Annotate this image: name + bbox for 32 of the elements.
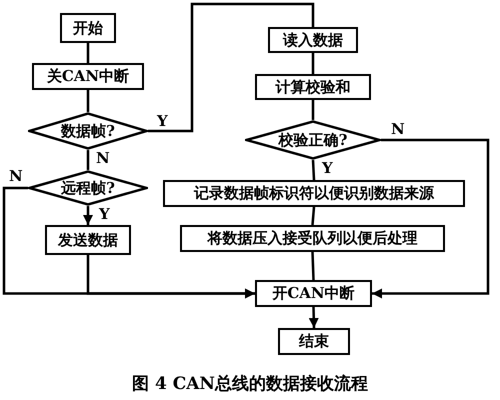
edge-label: N <box>390 121 406 137</box>
edge-label: Y <box>321 160 334 176</box>
decision-diamond: 远程帧? <box>28 170 148 206</box>
process-box: 计算校验和 <box>255 74 371 100</box>
caption: 图 4 CAN总线的数据接收流程 <box>132 374 368 394</box>
arrow <box>86 255 255 298</box>
connector-line <box>148 2 314 132</box>
decision-diamond: 数据帧? <box>28 112 148 150</box>
process-box: 发送数据 <box>45 225 131 255</box>
connector-line <box>86 90 90 112</box>
edge-label: N <box>8 168 24 184</box>
edge-label: Y <box>98 206 111 222</box>
process-box: 读入数据 <box>268 27 358 53</box>
process-box: 结束 <box>278 328 350 355</box>
edge-label: Y <box>156 113 169 129</box>
process-box: 关CAN中断 <box>32 63 144 90</box>
connector-line <box>312 53 314 74</box>
connector-line <box>311 252 315 280</box>
process-box: 开CAN中断 <box>255 280 372 307</box>
process-box: 记录数据帧标识符以便识别数据来源 <box>163 180 465 207</box>
arrow <box>83 206 93 225</box>
connector-line <box>312 100 314 120</box>
connector-line <box>312 160 316 180</box>
process-box: 将数据压入接受队列以便后处理 <box>180 225 445 252</box>
connector-line <box>86 150 90 170</box>
decision-diamond: 校验正确? <box>245 120 381 160</box>
edge-label: N <box>95 150 111 166</box>
connector-line <box>311 206 316 226</box>
arrow <box>308 306 319 328</box>
process-box: 开始 <box>60 13 116 43</box>
connector-line <box>86 43 90 63</box>
arrow <box>372 138 490 298</box>
